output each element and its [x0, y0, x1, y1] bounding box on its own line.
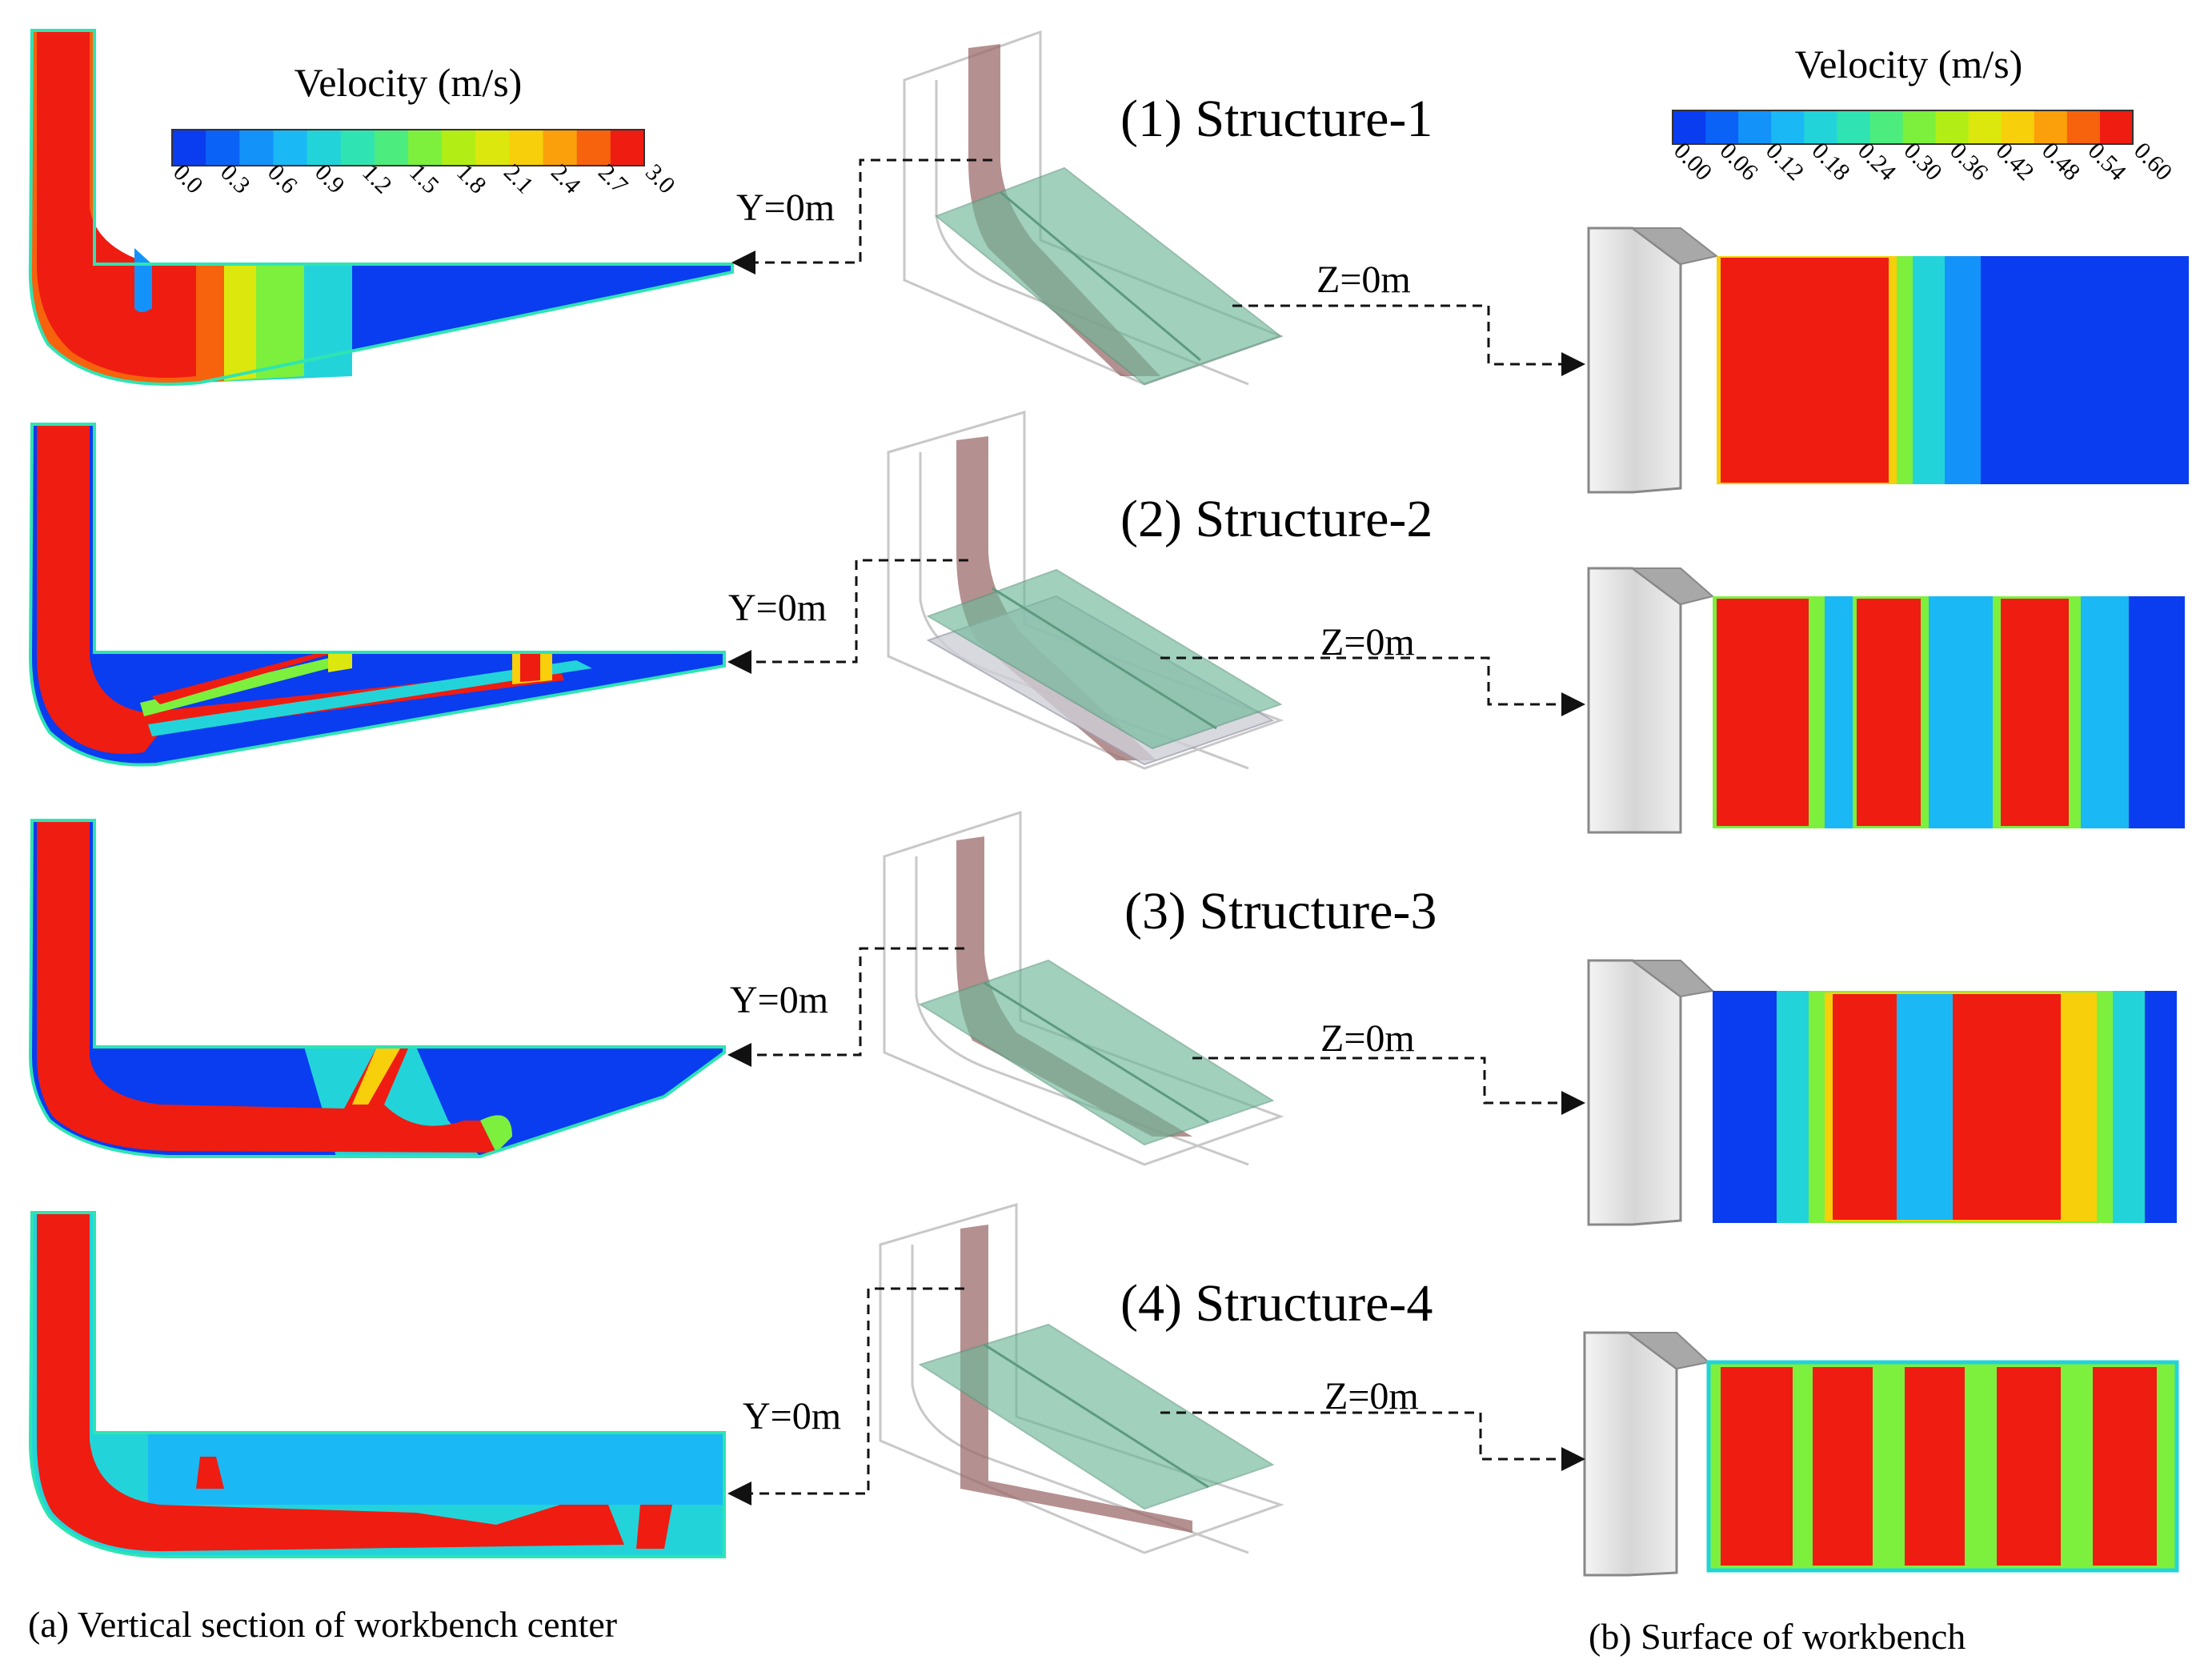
legend-left-swatch: [576, 130, 611, 166]
legend-right-swatch: [1837, 110, 1870, 144]
row-2-z-label: Z=0m: [1320, 621, 1415, 664]
row-1-z-label: Z=0m: [1316, 259, 1411, 301]
legend-right-swatch: [1804, 110, 1837, 144]
legend-right-swatch: [1738, 110, 1772, 144]
row-2-z-connector: [1160, 656, 1585, 716]
legend-right-swatch: [2034, 110, 2068, 144]
row-2-structure-sketch: [887, 410, 1284, 770]
row-labels: (1) Structure-1Y=0mZ=0m(2) Structure-2Y=…: [727, 90, 1585, 1506]
legend-left-swatch: [340, 130, 375, 166]
row-4-structure-sketch: [879, 1202, 1284, 1554]
legend-left-swatch: [543, 130, 578, 166]
row-1-y-label: Y=0m: [736, 186, 835, 229]
row-2-y-connector: [727, 559, 968, 674]
legend-left-frame: [171, 129, 645, 166]
row-3-surface: [1587, 959, 2177, 1226]
row-3-vertical-section: [28, 819, 726, 1158]
row-4-vertical-section: [28, 1211, 726, 1558]
legend-right-swatch: [2066, 110, 2101, 144]
row-2-surface: [1587, 567, 2185, 834]
row-1-vertical-section: [28, 29, 734, 386]
legend-right-swatch: [1968, 110, 2002, 144]
row-1-y-connector: [731, 158, 992, 275]
row-4-z-connector: [1160, 1411, 1585, 1471]
row-4-y-connector: [727, 1287, 964, 1506]
legend-left-swatch: [610, 130, 645, 166]
row-4-structure-label: (4) Structure-4: [1120, 1274, 1433, 1333]
row-3-structure-label: (3) Structure-3: [1124, 882, 1437, 940]
legend-right-swatch: [1869, 110, 1903, 144]
legend-right-swatch: [2099, 110, 2134, 144]
legend-left-swatch: [206, 130, 240, 166]
row-3-y-label: Y=0m: [730, 979, 828, 1021]
row-1-surface: [1587, 227, 2189, 494]
row-2-y-label: Y=0m: [728, 587, 827, 629]
row-3-structure-sketch: [883, 810, 1284, 1166]
legend-left-swatch: [475, 130, 510, 166]
legend-left-colorbar: [171, 129, 645, 166]
legend-left-swatch: [307, 130, 342, 166]
row-4-y-label: Y=0m: [743, 1395, 841, 1437]
legend-left-swatch: [273, 130, 308, 166]
legend-right-swatch: [2001, 110, 2035, 144]
legend-left-tick-label: 3.0: [640, 159, 680, 199]
caption-b: (b) Surface of workbench: [1589, 1616, 1966, 1657]
row-4-surface: [1583, 1331, 2179, 1577]
row-1-structure-label: (1) Structure-1: [1120, 90, 1433, 148]
caption-a: (a) Vertical section of workbench center: [28, 1604, 617, 1645]
legend-right-swatch: [1935, 110, 1970, 144]
legend-right-tick-label: 0.60: [2129, 138, 2177, 186]
legend-left-swatch: [374, 130, 409, 166]
legend-left-swatch: [172, 130, 206, 166]
row-3-z-label: Z=0m: [1320, 1017, 1415, 1060]
row-2-vertical-section: [28, 423, 726, 767]
row-2-structure-label: (2) Structure-2: [1120, 490, 1433, 548]
legend-left-swatch: [509, 130, 544, 166]
legend-left-swatch: [442, 130, 476, 166]
row-1-structure-sketch: [903, 30, 1284, 386]
row-3-y-connector: [727, 947, 964, 1067]
legend-left-swatch: [408, 130, 443, 166]
legend-right-swatch: [1673, 110, 1706, 144]
row-1-z-connector: [1232, 304, 1585, 376]
legend-left-swatch: [239, 130, 274, 166]
legend-right-swatch: [1902, 110, 1937, 144]
legend-right-colorbar: [1672, 110, 2134, 145]
legend-right: Velocity (m/s) 0.000.060.120.180.240.300…: [1669, 42, 2177, 186]
legend-right-title: Velocity (m/s): [1795, 42, 2023, 86]
legend-right-swatch: [1771, 110, 1805, 144]
legend-right-swatch: [1705, 110, 1739, 144]
legend-left-title: Velocity (m/s): [295, 60, 523, 105]
legend-right-frame: [1672, 110, 2134, 145]
row-3-z-connector: [1192, 1057, 1585, 1115]
row-4-z-label: Z=0m: [1324, 1375, 1419, 1417]
